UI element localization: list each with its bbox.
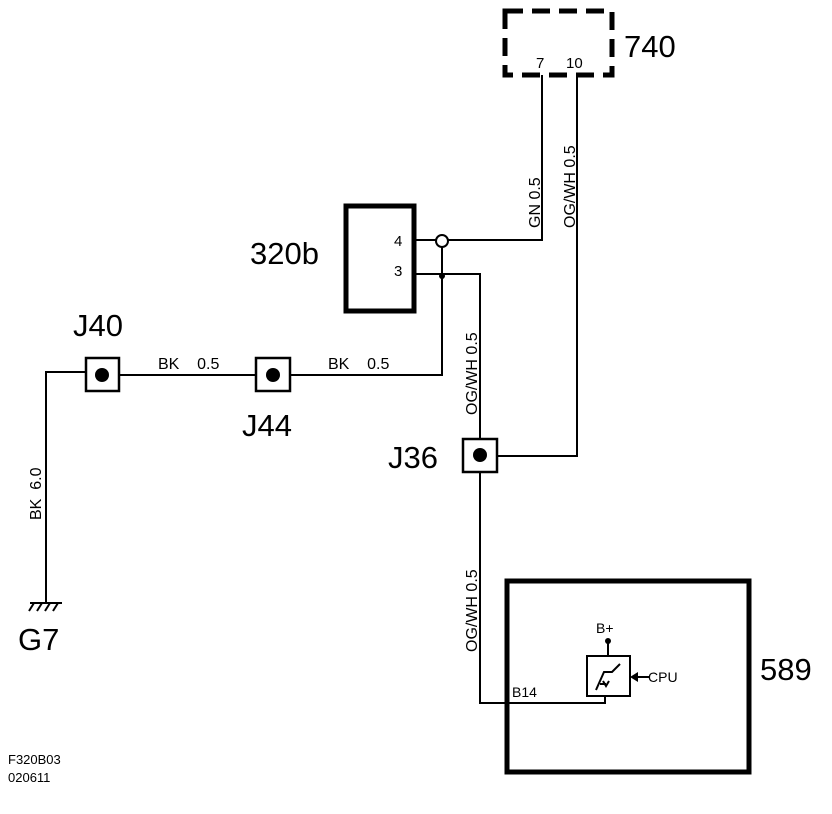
component-320b: 4 3 320b <box>250 203 417 314</box>
wire-label-og-wh-320b: OG/WH 0.5 <box>464 332 481 415</box>
cpu-arrow-icon <box>630 672 650 682</box>
wire-label-bk-j40-j44: BK 0.5 <box>158 356 219 373</box>
connector-740-pin-7: 7 <box>536 55 544 72</box>
module-589: 589 B14 B+ CPU <box>504 578 812 775</box>
connector-j44-label: J44 <box>242 408 292 443</box>
connector-740-pin-10: 10 <box>566 55 583 72</box>
module-589-label: 589 <box>760 652 812 687</box>
wire-gn <box>448 75 543 241</box>
ground-icon <box>28 602 62 612</box>
module-589-pin-b14: B14 <box>512 684 537 700</box>
connector-j40-label: J40 <box>73 308 123 343</box>
wire-bk-320b-j44 <box>290 247 443 376</box>
connector-j40: J40 <box>73 308 123 393</box>
component-320b-pin-4: 4 <box>394 233 402 250</box>
wire-label-bk-j44-320b: BK 0.5 <box>328 356 389 373</box>
component-320b-pin-3: 3 <box>394 263 402 280</box>
figure-id: F320B03 <box>8 752 61 767</box>
figure-date: 020611 <box>8 770 50 785</box>
connector-j36-label: J36 <box>388 440 438 475</box>
connector-j44: J44 <box>242 356 292 443</box>
wire-og-wh-740-j36 <box>497 75 578 457</box>
cpu-switch-icon <box>586 638 631 697</box>
wire-og-wh-320b-j36 <box>414 273 481 441</box>
connector-740-label: 740 <box>624 29 676 64</box>
wire-label-bk-ground: BK 6.0 <box>28 467 45 520</box>
ground-g7: G7 <box>18 602 62 657</box>
module-589-supply-label: B+ <box>596 620 614 636</box>
component-320b-label: 320b <box>250 236 319 271</box>
module-589-cpu-label: CPU <box>648 669 678 685</box>
wires <box>45 75 606 704</box>
connector-j36: J36 <box>388 437 499 475</box>
connector-740: 7 10 740 <box>502 8 676 78</box>
wire-og-wh-j36-589 <box>479 472 606 704</box>
wire-crossover-icon <box>435 234 449 248</box>
splice-dot-icon <box>439 273 445 279</box>
wire-label-og-wh-top: OG/WH 0.5 <box>562 145 579 228</box>
ground-g7-label: G7 <box>18 622 59 657</box>
wire-bk-ground <box>45 371 86 603</box>
wire-label-gn: GN 0.5 <box>527 177 544 228</box>
wire-label-og-wh-low: OG/WH 0.5 <box>464 569 481 652</box>
